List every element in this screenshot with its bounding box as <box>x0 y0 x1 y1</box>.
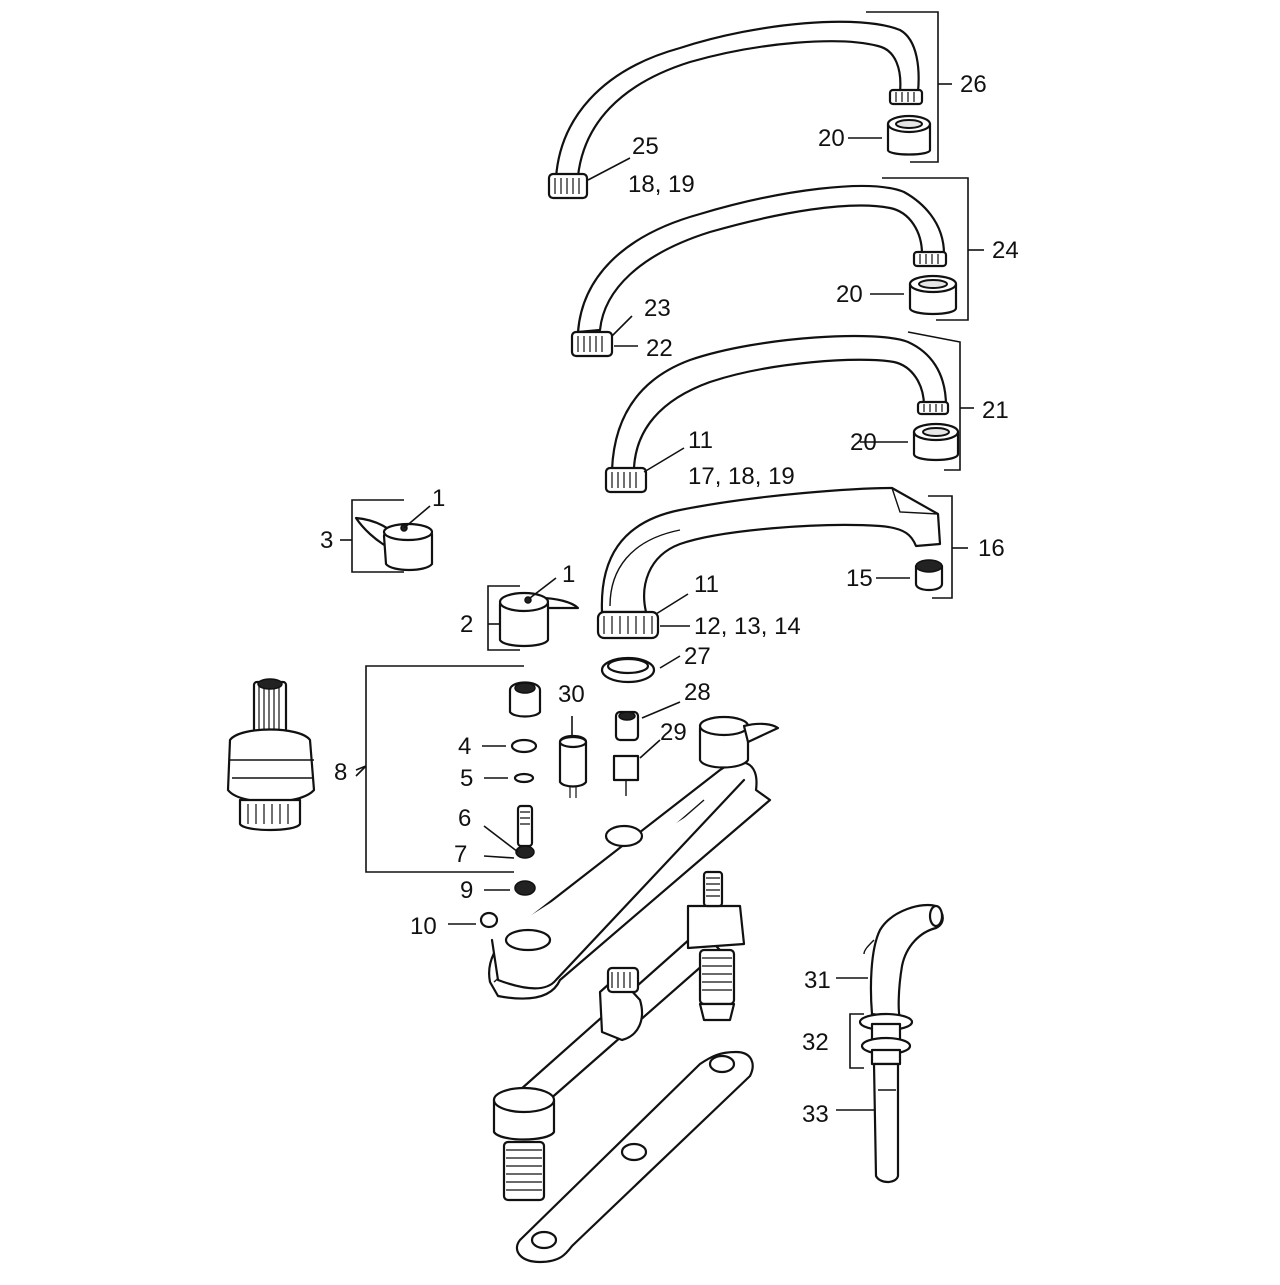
spring-10 <box>479 911 499 929</box>
label-9: 9 <box>460 877 473 904</box>
cartridge-detail <box>226 678 316 832</box>
hose-33 <box>872 1062 900 1184</box>
label-11-lower: 11 <box>694 571 719 598</box>
faucet-deck-body <box>488 761 772 1000</box>
label-17-18-19: 17, 18, 19 <box>688 463 795 490</box>
label-33: 33 <box>802 1101 829 1128</box>
label-2: 2 <box>460 611 473 638</box>
aerator-15 <box>914 559 944 592</box>
o-ring-5 <box>513 772 535 784</box>
label-16: 16 <box>978 535 1005 562</box>
bonnet-nut <box>508 681 542 718</box>
bracket-21 <box>907 331 961 471</box>
label-20-lower: 20 <box>850 429 877 456</box>
label-21: 21 <box>982 397 1009 424</box>
label-7: 7 <box>454 841 467 868</box>
label-11-upper: 11 <box>688 427 713 454</box>
escutcheon-plate <box>515 1050 754 1264</box>
seat-9 <box>514 880 536 896</box>
label-4: 4 <box>458 733 471 760</box>
label-26: 26 <box>960 71 987 98</box>
spout-16 <box>596 486 942 640</box>
label-32: 32 <box>802 1029 829 1056</box>
spout-24 <box>570 184 948 358</box>
label-20-middle: 20 <box>836 281 863 308</box>
bracket-3 <box>351 499 404 573</box>
label-24: 24 <box>992 237 1019 264</box>
label-25: 25 <box>632 133 659 160</box>
label-20-top: 20 <box>818 125 845 152</box>
bracket-2 <box>487 585 520 651</box>
part-29 <box>612 754 640 796</box>
label-18-19: 18, 19 <box>628 171 695 198</box>
label-23: 23 <box>644 295 671 322</box>
label-22: 22 <box>646 335 673 362</box>
cartridge-30 <box>558 734 588 798</box>
label-3: 3 <box>320 527 333 554</box>
label-10: 10 <box>410 913 437 940</box>
ring-27 <box>600 656 656 684</box>
bracket-26 <box>866 11 939 163</box>
label-12-13-14: 12, 13, 14 <box>694 613 801 640</box>
label-1-lower: 1 <box>562 561 575 588</box>
label-31: 31 <box>804 967 831 994</box>
handle-on-body <box>698 715 780 769</box>
label-27: 27 <box>684 643 711 670</box>
aerator-20-top <box>886 114 932 156</box>
part-28 <box>614 710 640 742</box>
label-1-upper: 1 <box>432 485 445 512</box>
sprayer-mount-32 <box>858 1012 914 1066</box>
spout-26 <box>547 20 924 200</box>
sprayer-head-31 <box>863 904 944 1020</box>
aerator-20-lower <box>912 422 960 462</box>
bracket-24 <box>882 177 969 321</box>
bracket-32 <box>849 1013 864 1069</box>
label-6: 6 <box>458 805 471 832</box>
bracket-16 <box>928 495 953 599</box>
handle-2 <box>498 591 580 648</box>
label-30: 30 <box>558 681 585 708</box>
label-5: 5 <box>460 765 473 792</box>
spout-21 <box>604 334 950 494</box>
label-29: 29 <box>660 719 687 746</box>
stem-6 <box>515 804 535 859</box>
label-8: 8 <box>334 759 347 786</box>
label-15: 15 <box>846 565 873 592</box>
aerator-20-middle <box>908 274 958 316</box>
washer-4 <box>510 738 538 754</box>
label-28: 28 <box>684 679 711 706</box>
valve-manifold <box>492 870 746 1202</box>
handle-3 <box>354 516 434 572</box>
bracket-8 <box>365 665 524 873</box>
